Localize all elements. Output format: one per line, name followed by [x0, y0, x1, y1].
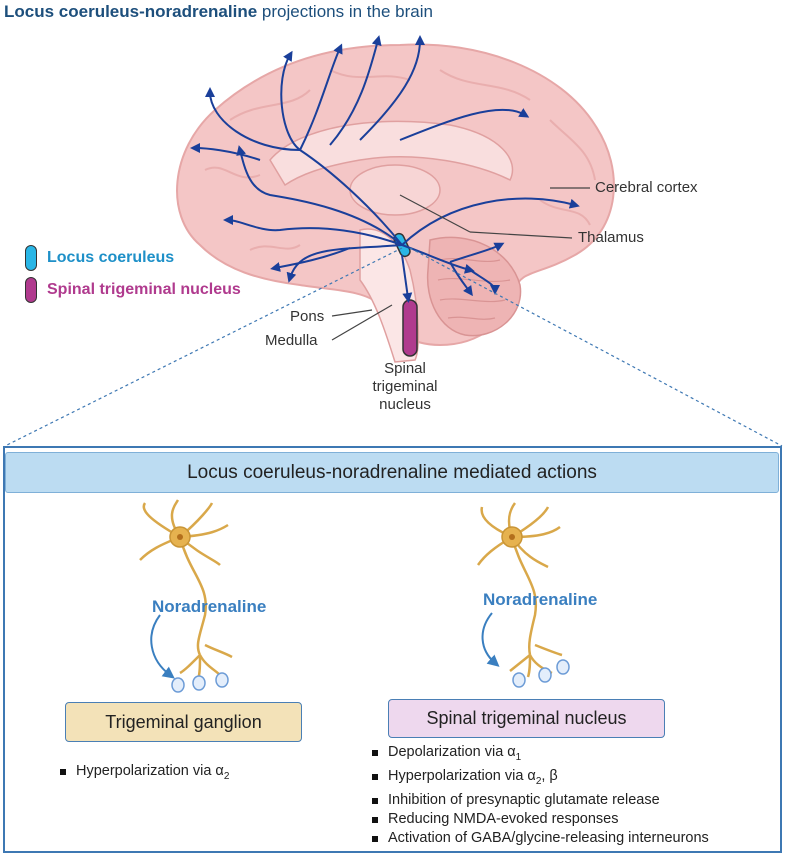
- left-effects-list: Hyperpolarization via α2: [58, 762, 229, 786]
- label-thalamus: Thalamus: [578, 229, 644, 246]
- legend: Locus coeruleus Spinal trigeminal nucleu…: [25, 245, 241, 303]
- legend-label-locus-coeruleus: Locus coeruleus: [47, 249, 175, 266]
- label-cerebral-cortex: Cerebral cortex: [595, 179, 698, 196]
- title-rest: projections in the brain: [257, 2, 433, 21]
- noradrenergic-projections: [190, 35, 580, 303]
- page-title: Locus coeruleus-noradrenaline projection…: [4, 2, 433, 22]
- legend-swatch-spinal-trigeminal: [25, 277, 37, 303]
- zoom-lines: [4, 247, 783, 447]
- vesicle-left-3: [215, 672, 229, 688]
- list-item: Hyperpolarization via α2, β: [370, 767, 709, 791]
- corpus-callosum: [269, 120, 514, 187]
- panel-header: Locus coeruleus-noradrenaline mediated a…: [5, 452, 779, 493]
- legend-label-spinal-trigeminal: Spinal trigeminal nucleus: [47, 281, 241, 298]
- list-item: Hyperpolarization via α2: [58, 762, 229, 786]
- spinal-trigeminal-nucleus-shape: [402, 299, 418, 357]
- trigeminal-ganglion-box: Trigeminal ganglion: [65, 702, 302, 742]
- neuron-illustrations: [139, 499, 570, 693]
- vesicle-right-1: [512, 672, 526, 688]
- list-item: Reducing NMDA-evoked responses: [370, 810, 709, 829]
- list-item: Inhibition of presynaptic glutamate rele…: [370, 791, 709, 810]
- label-medulla: Medulla: [265, 332, 318, 349]
- neuron-left-nucleus: [177, 534, 183, 540]
- label-pons: Pons: [290, 308, 325, 325]
- brain-gyri: [204, 69, 596, 251]
- release-arrow-left: [150, 614, 175, 679]
- list-item: Activation of GABA/glycine-releasing int…: [370, 829, 709, 848]
- vesicle-left-1: [171, 677, 185, 693]
- noradrenaline-label-left: Noradrenaline: [152, 597, 267, 616]
- vesicle-right-2: [538, 667, 552, 683]
- vesicle-right-3: [556, 659, 570, 675]
- list-item: Depolarization via α1: [370, 743, 709, 767]
- stn-line1: Spinal: [384, 360, 426, 377]
- noradrenaline-label-right: Noradrenaline: [483, 590, 598, 609]
- leader-lines: [331, 187, 590, 341]
- thalamus-shape: [349, 164, 441, 216]
- stn-line3: nucleus: [379, 396, 431, 413]
- legend-item-spinal-trigeminal: Spinal trigeminal nucleus: [25, 277, 241, 303]
- actions-panel: [3, 446, 782, 853]
- legend-swatch-locus-coeruleus: [25, 245, 37, 271]
- right-effects-list: Depolarization via α1 Hyperpolarization …: [370, 743, 709, 848]
- brain-illustration: [4, 35, 783, 447]
- cerebellum-folia: [437, 257, 511, 320]
- release-arrow-right: [481, 612, 500, 667]
- legend-item-locus-coeruleus: Locus coeruleus: [25, 245, 241, 271]
- neuron-right-nucleus: [509, 534, 515, 540]
- stn-line2: trigeminal: [372, 378, 438, 395]
- title-bold: Locus coeruleus-noradrenaline: [4, 2, 258, 21]
- spinal-trigeminal-nucleus-box: Spinal trigeminal nucleus: [388, 699, 665, 738]
- label-spinal-trigeminal-nucleus: Spinal trigeminal nucleus: [355, 360, 455, 414]
- vesicle-left-2: [192, 675, 206, 691]
